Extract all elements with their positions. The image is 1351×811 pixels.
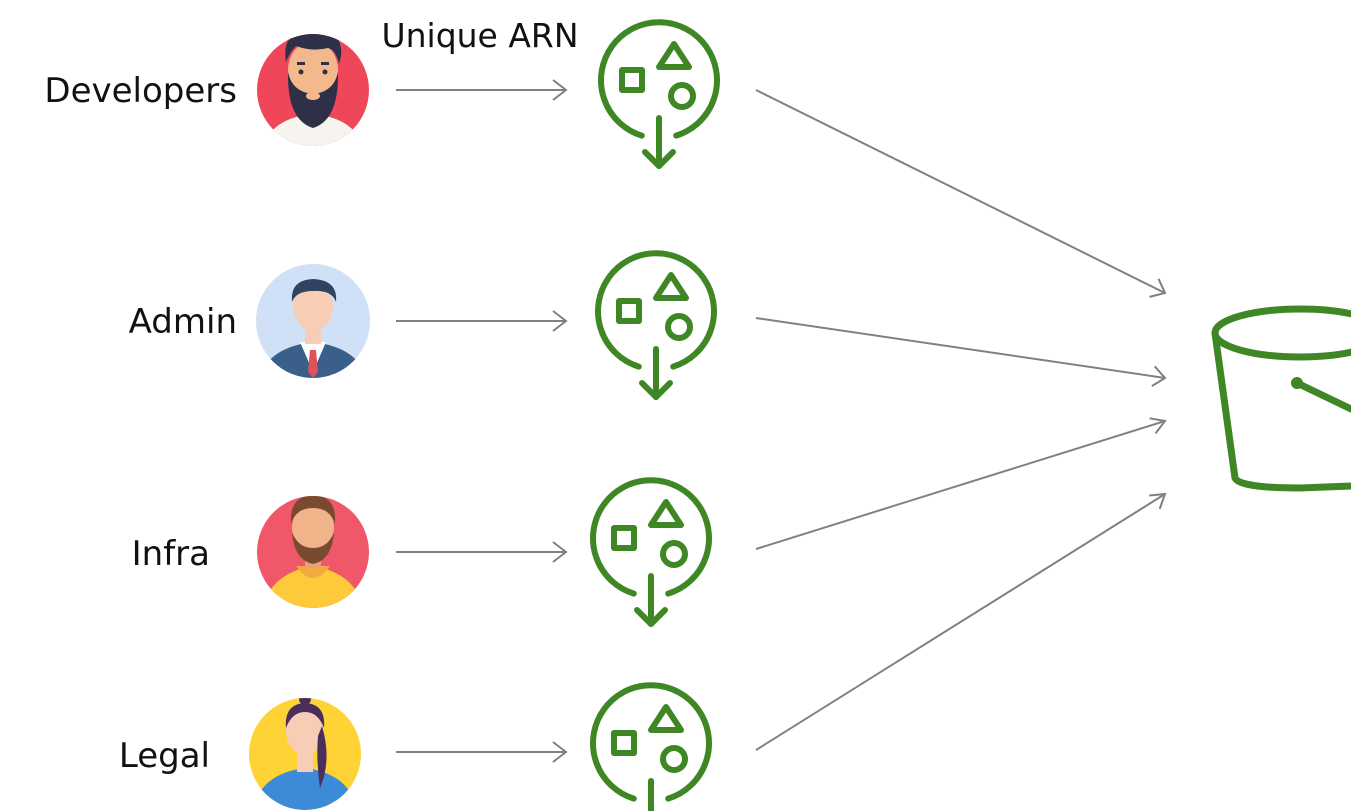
developer-avatar-icon xyxy=(257,34,369,146)
legal-avatar-icon xyxy=(249,698,361,810)
arrowhead-admin xyxy=(552,310,568,332)
unique-arn-label: Unique ARN xyxy=(381,16,578,55)
arrowhead-ap2-bucket xyxy=(1151,365,1167,387)
infra-avatar-icon xyxy=(257,496,369,608)
arrowhead-ap1-bucket xyxy=(1149,278,1167,298)
connector-ap2-bucket xyxy=(755,317,1166,379)
group-label-developers: Developers xyxy=(44,71,237,111)
admin-avatar-icon xyxy=(256,264,370,378)
arrowhead-ap3-bucket xyxy=(1149,417,1167,435)
bucket-connectors xyxy=(755,89,1167,751)
connector-ap3-bucket xyxy=(755,420,1166,550)
s3-access-point-icon xyxy=(598,19,720,169)
arrowhead-legal xyxy=(552,741,568,763)
connector-ap4-bucket xyxy=(755,493,1166,751)
s3-access-point-icon xyxy=(590,477,712,627)
user-connectors xyxy=(396,79,568,763)
group-label-admin: Admin xyxy=(129,302,237,342)
connector-ap1-bucket xyxy=(755,89,1166,294)
s3-bucket-icon xyxy=(1211,305,1351,492)
arrowhead-ap4-bucket xyxy=(1149,492,1167,510)
s3-access-point-icon xyxy=(595,250,717,400)
arrowhead-developers xyxy=(552,79,568,101)
arrowhead-infra xyxy=(552,541,568,563)
group-label-infra: Infra xyxy=(132,534,210,574)
s3-access-point-icon xyxy=(590,682,712,811)
group-label-legal: Legal xyxy=(119,736,210,776)
